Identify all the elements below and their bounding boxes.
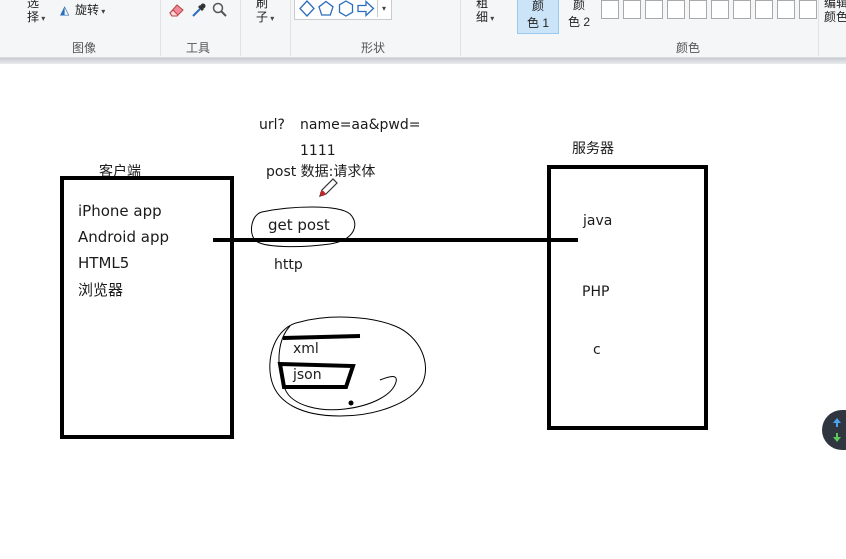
chevron-down-icon: ▾ (99, 7, 106, 16)
post-body-note: post 数据:请求体 (266, 164, 376, 180)
select-label-line2: 择 (27, 10, 40, 24)
group-divider (240, 0, 241, 56)
rotate-label: 旋转 (75, 3, 100, 17)
color-swatch[interactable] (601, 0, 619, 19)
xml-underline (282, 334, 361, 340)
chevron-down-icon: ▾ (381, 4, 386, 13)
shapes-more-button[interactable]: ▾ (377, 0, 390, 17)
group-divider (460, 0, 461, 56)
size-button[interactable]: 粗 细 ▾ (476, 0, 494, 26)
format-json: json (293, 367, 322, 383)
color-swatch[interactable] (799, 0, 817, 19)
color2-label-line2: 色 2 (567, 15, 590, 29)
color2-button[interactable]: 颜 色 2 (558, 0, 600, 34)
color-swatch[interactable] (755, 0, 773, 19)
right-arrow-shape[interactable] (357, 0, 375, 17)
client-box (60, 176, 234, 439)
color1-label-line1: 颜 (531, 0, 544, 13)
chevron-down-icon: ▾ (268, 14, 275, 23)
chevron-down-icon: ▾ (39, 14, 46, 23)
protocol-label: http (274, 257, 303, 273)
magnifier-icon[interactable] (211, 1, 229, 19)
tools-group-label: 工具 (186, 41, 211, 55)
color-swatch[interactable] (733, 0, 751, 19)
image-group-label: 图像 (72, 41, 97, 55)
query-string-cont: 1111 (300, 143, 336, 159)
get-post-circle (251, 206, 356, 248)
group-divider (290, 0, 291, 56)
edit-colors-line1: 编辑 (824, 0, 846, 10)
client-item-html5: HTML5 (78, 254, 130, 272)
edit-colors-line2: 颜色 (824, 10, 846, 24)
format-xml: xml (293, 341, 319, 357)
client-item-android: Android app (78, 228, 169, 246)
server-item-php: PHP (582, 284, 610, 300)
hexagon-shape[interactable] (338, 0, 354, 17)
query-string: name=aa&pwd= (300, 117, 421, 133)
select-button[interactable]: 选 择 ▾ (27, 0, 45, 26)
rotate-icon: ◭ (60, 3, 70, 17)
colors-group-label: 颜色 (676, 41, 701, 55)
brush-button[interactable]: 刷 子 ▾ (256, 0, 274, 26)
shapes-gallery (294, 0, 392, 20)
server-item-c: c (593, 342, 601, 358)
color-swatch[interactable] (689, 0, 707, 19)
size-label-line1: 粗 (476, 0, 489, 10)
color-swatch[interactable] (645, 0, 663, 19)
rotate-button[interactable]: ◭ 旋转 ▾ (60, 3, 105, 19)
color-swatch[interactable] (667, 0, 685, 19)
json-box (277, 361, 356, 389)
diamond-shape[interactable] (299, 0, 315, 17)
url-label: url? (259, 117, 285, 133)
size-label-line2: 细 (476, 10, 489, 24)
pentagon-shape[interactable] (318, 0, 334, 17)
select-label-line1: 选 (27, 0, 40, 10)
canvas-strokes (213, 206, 578, 417)
group-divider (818, 0, 819, 56)
color-picker-icon[interactable] (190, 1, 208, 19)
edit-colors-button[interactable]: 编辑 颜色 (824, 0, 846, 24)
color-swatch[interactable] (777, 0, 795, 19)
color1-label-line2: 色 1 (526, 16, 549, 30)
color2-label-line1: 颜 (572, 0, 585, 12)
data-format-scribble (269, 316, 427, 417)
server-box (547, 165, 708, 430)
server-title: 服务器 (572, 141, 614, 157)
http-methods: get post (268, 216, 330, 234)
server-item-java: java (583, 213, 613, 229)
chevron-down-icon: ▾ (488, 14, 495, 23)
eraser-icon[interactable] (167, 1, 185, 19)
color-swatch[interactable] (623, 0, 641, 19)
pencil-cursor-icon (319, 178, 338, 197)
group-divider (160, 0, 161, 56)
client-item-iphone: iPhone app (78, 202, 162, 220)
ribbon-toolbar: 选 择 ▾ ◭ 旋转 ▾ 图像 工具 刷 子 ▾ ▾ 形状 粗 细 ▾ 颜 色 1 (0, 0, 846, 58)
client-item-browser: 浏览器 (78, 281, 124, 299)
color1-button[interactable]: 颜 色 1 (517, 0, 559, 34)
color-swatch[interactable] (711, 0, 729, 19)
up-down-arrows-icon (833, 418, 841, 442)
drawing-canvas[interactable]: 客户端 iPhone app Android app HTML5 浏览器 服务器… (0, 64, 846, 559)
shapes-group-label: 形状 (361, 41, 386, 55)
brush-label-line2: 子 (256, 10, 269, 24)
dot-mark (348, 400, 354, 406)
brush-label-line1: 刷 (256, 0, 269, 10)
ribbon-shadow (0, 58, 846, 64)
